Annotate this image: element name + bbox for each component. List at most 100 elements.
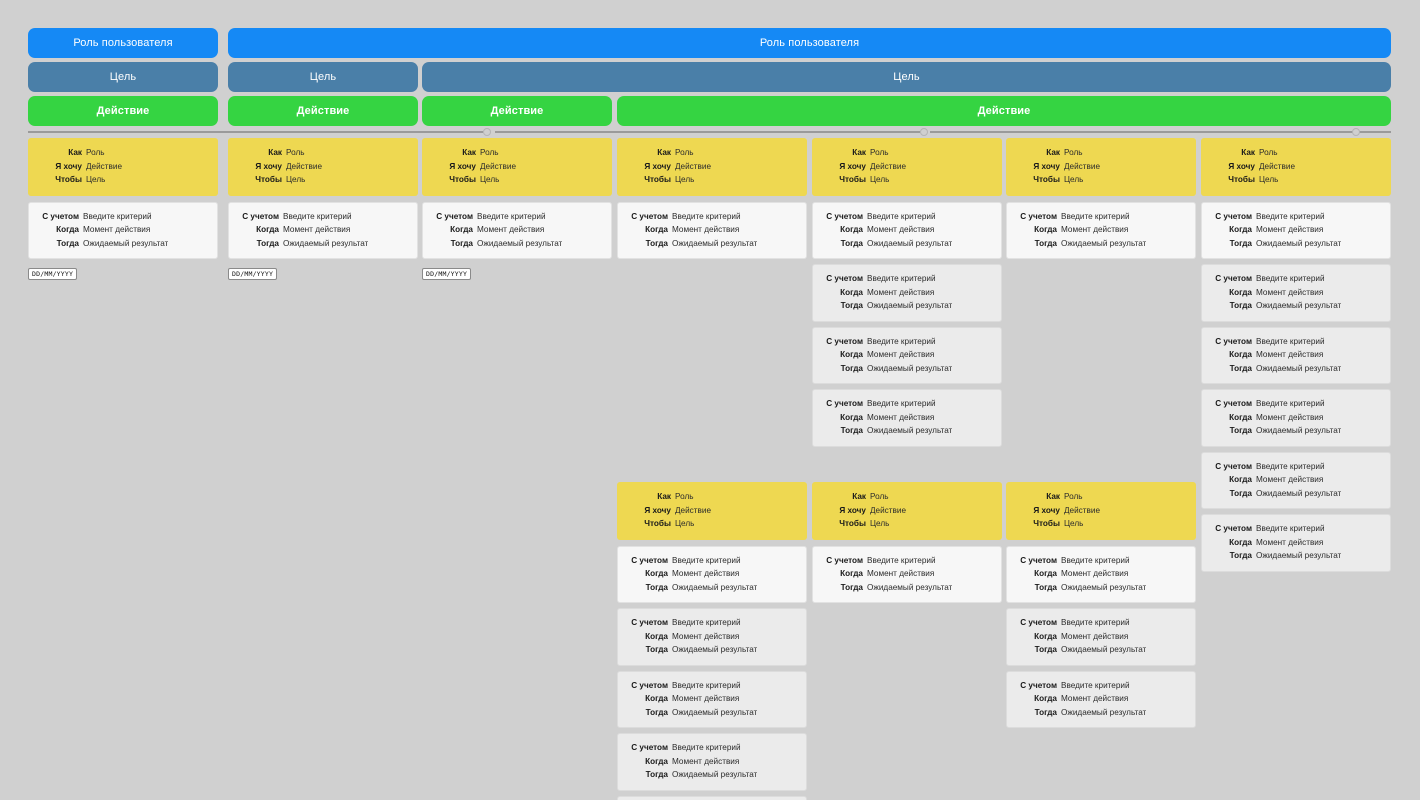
criteria-given-label: С учетом: [826, 274, 863, 283]
story-how-value: Роль: [870, 148, 889, 157]
story-sothat-label: Чтобы: [1033, 175, 1060, 184]
criteria-given-label: С учетом: [826, 211, 863, 221]
criteria-when-value: Момент действия: [1256, 537, 1324, 547]
criteria-then-label: Тогда: [840, 238, 863, 248]
date-chip[interactable]: DD/MM/YYYY: [228, 268, 278, 280]
action-bar-2[interactable]: Действие: [228, 96, 418, 126]
criteria-given-label: С учетом: [826, 555, 863, 565]
action-bar-3[interactable]: Действие: [422, 96, 612, 126]
story-want-label: Я хочу: [644, 505, 671, 515]
action-bar-1[interactable]: Действие: [28, 96, 218, 126]
criteria-given-label: С учетом: [631, 211, 668, 221]
criteria-then-label: Тогда: [645, 707, 668, 717]
story-sothat-value: Цель: [86, 175, 106, 184]
criteria-when-value: Момент действия: [867, 287, 935, 297]
story-want-label: Я хочу: [449, 161, 476, 171]
criteria-then-label: Тогда: [1229, 488, 1252, 498]
story-want-value: Действие: [480, 161, 516, 171]
story-want-value: Действие: [870, 505, 906, 515]
goal-bar-2[interactable]: Цель: [228, 62, 418, 92]
criteria-given-label: С учетом: [631, 618, 668, 627]
date-bar[interactable]: DD/MM/YYYY: [422, 267, 472, 281]
criteria-then-label: Тогда: [1034, 645, 1057, 654]
date-chip[interactable]: DD/MM/YYYY: [422, 268, 472, 280]
criteria-when-label: Когда: [1034, 631, 1057, 641]
divider-connector-2: [920, 128, 928, 136]
role-bar-1[interactable]: Роль пользователя: [28, 28, 218, 58]
role-bar-2[interactable]: Роль пользователя: [228, 28, 1391, 58]
story-sothat-value: Цель: [675, 175, 695, 184]
criteria-then-value: Ожидаемый результат: [672, 707, 758, 717]
action-bar-4[interactable]: Действие: [617, 96, 1391, 126]
story-want-label: Я хочу: [255, 161, 282, 171]
criteria-when-value: Момент действия: [672, 694, 740, 703]
story-sothat-label: Чтобы: [55, 175, 82, 184]
criteria-given-value: Введите критерий: [477, 211, 546, 221]
story-want-label: Я хочу: [839, 505, 866, 515]
goal-bar-3[interactable]: Цель: [422, 62, 1391, 92]
story-sothat-value: Цель: [1064, 519, 1084, 528]
goal-bar-1[interactable]: Цель: [28, 62, 218, 92]
date-bar[interactable]: DD/MM/YYYY: [228, 267, 278, 281]
date-chip[interactable]: DD/MM/YYYY: [28, 268, 78, 280]
date-bar[interactable]: DD/MM/YYYY: [28, 267, 78, 281]
story-want-value: Действие: [675, 161, 711, 171]
action-bar-label: Действие: [296, 105, 350, 117]
